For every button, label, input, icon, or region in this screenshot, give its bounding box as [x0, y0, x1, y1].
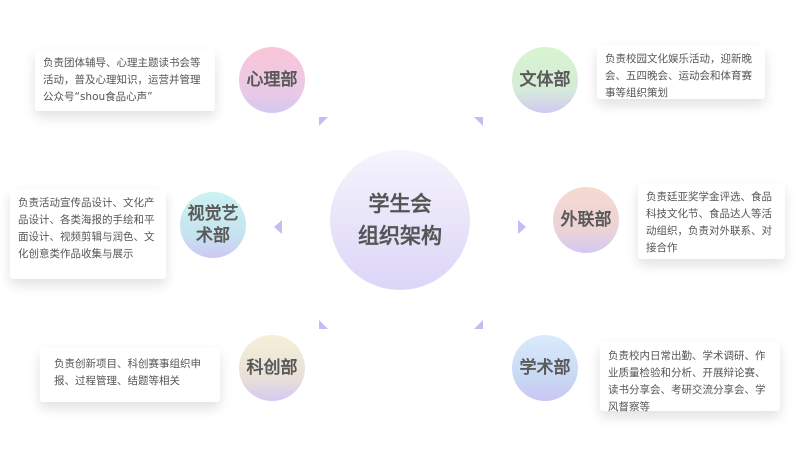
arrow-icon: [319, 117, 328, 126]
center-title-line1: 学生会: [368, 192, 432, 216]
dept-name-line1: 视觉艺: [187, 204, 239, 224]
dept-external-desc: 负责廷亚奖学金评选、食品科技文化节、食品达人等活动组织，负责对外联系、对接合作: [638, 183, 785, 259]
dept-visual-art-desc: 负责活动宣传品设计、文化产品设计、各类海报的手绘和平面设计、视频剪辑与润色、文化…: [10, 189, 166, 279]
arrow-icon: [274, 220, 282, 234]
dept-name: 心理部: [246, 70, 298, 90]
dept-academic-desc: 负责校内日常出勤、学术调研、作业质量检验和分析、开展辩论赛、读书分享会、考研交流…: [600, 342, 780, 413]
arrow-icon: [474, 320, 483, 329]
dept-name: 外联部: [560, 210, 612, 230]
arrow-icon: [474, 117, 483, 126]
dept-visual-art-node: 视觉艺术部: [180, 192, 246, 258]
dept-sports-desc: 负责校园文化娱乐活动，迎新晚会、五四晚会、运动会和体育赛事等组织策划: [597, 45, 765, 99]
dept-academic-node: 学术部: [512, 335, 578, 401]
dept-sports-node: 文体部: [512, 47, 578, 113]
dept-name: 文体部: [519, 70, 571, 90]
dept-external-node: 外联部: [553, 187, 619, 253]
center-node: 学生会组织架构: [330, 150, 470, 290]
dept-name: 科创部: [246, 358, 298, 378]
dept-innovation-node: 科创部: [239, 335, 305, 401]
dept-name-line2: 术部: [196, 226, 230, 246]
dept-psychology-desc: 负责团体辅导、心理主题读书会等活动，普及心理知识，运营并管理公众号“shou食品…: [35, 49, 215, 111]
arrow-icon: [518, 220, 526, 234]
arrow-icon: [319, 320, 328, 329]
dept-name: 学术部: [519, 358, 571, 378]
center-title-line2: 组织架构: [358, 224, 442, 248]
dept-innovation-desc: 负责创新项目、科创赛事组织申报、过程管理、结题等相关: [40, 348, 220, 402]
dept-psychology-node: 心理部: [239, 47, 305, 113]
